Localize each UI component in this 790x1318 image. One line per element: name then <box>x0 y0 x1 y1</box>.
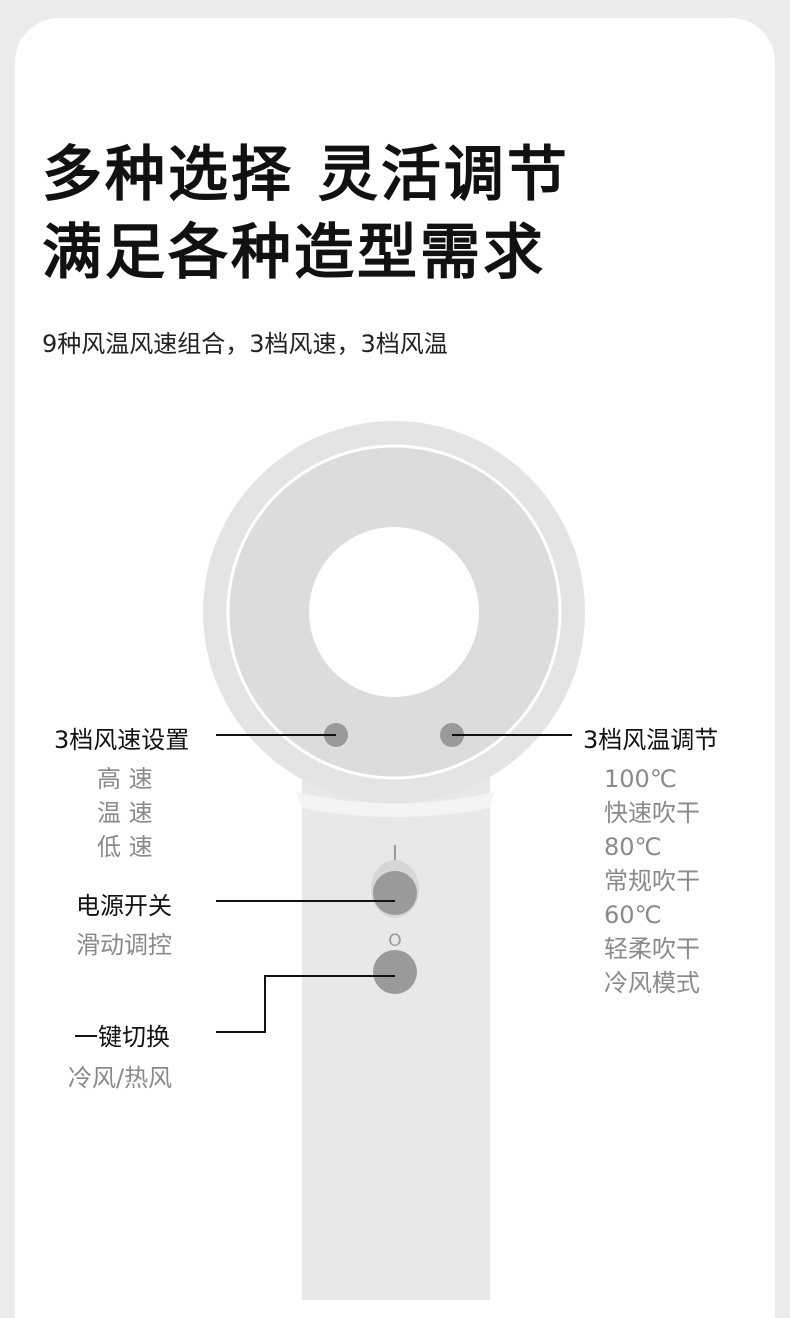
headline-line-2: 满足各种造型需求 <box>42 218 546 288</box>
temperature-option: 冷风模式 <box>604 969 700 997</box>
temperature-option: 轻柔吹干 <box>604 935 700 963</box>
cool-shot-button <box>373 950 417 994</box>
dryer-hole <box>309 527 479 697</box>
speed-option: 高 速 <box>97 765 153 793</box>
temperature-option: 80℃ <box>604 833 662 861</box>
power-detail: 滑动调控 <box>76 931 172 959</box>
temperature-option: 快速吹干 <box>604 799 700 827</box>
temperature-option: 60℃ <box>604 901 662 929</box>
toggle-detail: 冷风/热风 <box>68 1064 173 1092</box>
dryer-handle <box>302 760 490 1300</box>
dryer-collar <box>296 792 494 817</box>
on-mark: I <box>392 841 398 865</box>
headline-line-1: 多种选择 灵活调节 <box>42 140 570 210</box>
speed-option: 温 速 <box>97 799 153 827</box>
power-label: 电源开关 <box>76 892 172 920</box>
off-mark: O <box>388 931 401 951</box>
temperature-option: 100℃ <box>604 765 677 793</box>
subtitle: 9种风温风速组合，3档风速，3档风温 <box>42 330 448 358</box>
temperature-option: 常规吹干 <box>604 867 700 895</box>
temperature-label: 3档风温调节 <box>583 726 719 754</box>
speed-label: 3档风速设置 <box>54 726 190 754</box>
speed-option: 低 速 <box>97 833 153 861</box>
toggle-leader-line <box>216 975 395 1033</box>
toggle-label: 一键切换 <box>74 1023 170 1051</box>
power-switch <box>373 871 417 915</box>
